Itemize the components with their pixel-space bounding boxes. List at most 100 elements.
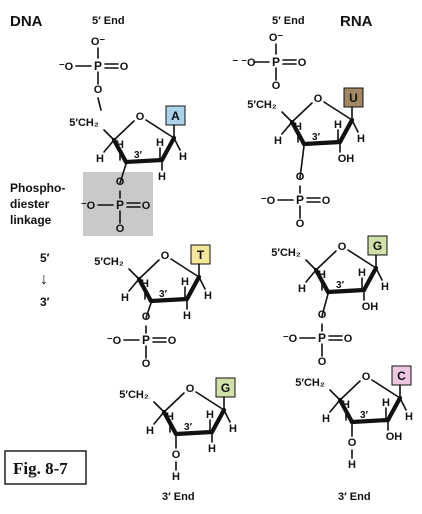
dna-nucleotide-1-base-letter: A bbox=[171, 109, 180, 123]
dna-nucleotide-1-c3-label: 3′ bbox=[134, 150, 143, 161]
dna-nucleotide-1-bond-o-c4 bbox=[113, 120, 135, 141]
rna-nucleotide-3-ring-oxygen: O bbox=[362, 371, 371, 383]
dna-nucleotide-2-bond-c1-h bbox=[198, 276, 206, 290]
rna-terminal-oxygen: O bbox=[348, 437, 357, 449]
dna-phosphate-2-bottom-oxygen: O bbox=[116, 223, 125, 235]
rna-nucleotide-2-h-c1: H bbox=[381, 281, 389, 293]
dna-nucleotide-1-bond-c3-c2 bbox=[123, 157, 165, 165]
rna-nucleotide-1-h-c1: H bbox=[357, 133, 365, 145]
dna-phosphate-1-bottom-oxygen: O bbox=[94, 84, 103, 96]
rna-bond-c3-o-2 bbox=[321, 293, 329, 317]
rna-nucleotide-3-c3-label: 3′ bbox=[360, 410, 369, 421]
dna-nucleotide-1-bond-c4-h bbox=[103, 139, 115, 153]
rna-nucleotide-1-bond-o-c1 bbox=[323, 101, 353, 121]
rna-nucleotide-3-bond-o-c1 bbox=[371, 379, 401, 399]
dna-nucleotide-3-base-box bbox=[215, 377, 236, 398]
rna-nucleotide-3-base-box bbox=[391, 365, 412, 386]
dna-nucleotide-2-ch2: 5′CH₂ bbox=[94, 256, 124, 268]
dna-linking-oxygen-2: O bbox=[142, 311, 151, 323]
rna-header: RNA bbox=[340, 13, 373, 30]
dna-nucleotide-1-h-c1: H bbox=[179, 151, 187, 163]
rna-nucleotide-3-h-c4: H bbox=[322, 413, 330, 425]
rna-nucleotide-2-bond-o-c1 bbox=[347, 249, 377, 269]
rna-nucleotide-3-h-c2-up: H bbox=[382, 397, 390, 409]
rna-nucleotide-3-ch2: 5′CH₂ bbox=[295, 377, 325, 389]
dna-phosphate-3-right-oxygen: O bbox=[168, 335, 177, 347]
rna-nucleotide-2-oh-c2: OH bbox=[362, 301, 379, 313]
dna-nucleotide-2-base-box bbox=[190, 244, 211, 265]
dna-phosphate-3-p-atom: P bbox=[142, 333, 150, 347]
dna-nucleotide-2-bond-o-c1 bbox=[170, 258, 200, 278]
dna-nucleotide-1-bond-c1-h bbox=[173, 137, 181, 151]
dna-nucleotide-1-h-c2-down: H bbox=[158, 171, 166, 183]
direction-arrow-icon: ↓ bbox=[40, 271, 48, 288]
dna-phosphate-1-left-oxygen: ⁻O bbox=[59, 61, 74, 73]
dna-nucleotide-1-bond-ch2-c4 bbox=[103, 129, 115, 141]
dna-phosphate-2-left-oxygen: ⁻O bbox=[81, 200, 96, 212]
dna-nucleotide-1-base-box bbox=[165, 105, 186, 126]
dna-nucleotide-2-base-letter: T bbox=[197, 248, 205, 262]
dna-phosphate-1-p-atom: P bbox=[94, 59, 102, 73]
rna-nucleotide-1-base-letter: U bbox=[349, 91, 358, 105]
dna-nucleotide-1-ch2: 5′CH₂ bbox=[69, 117, 99, 129]
dna-phosphate-2-right-oxygen: O bbox=[142, 200, 151, 212]
dna-nucleotide-2-h-c3-up: H bbox=[141, 278, 149, 290]
dna-nucleotide-2-h-c4: H bbox=[121, 292, 129, 304]
dna-phosphate-1-top-oxygen: O⁻ bbox=[91, 36, 106, 48]
rna-nucleotide-2-h-c2-up: H bbox=[358, 267, 366, 279]
rna-nucleotide-3-bond-ch2-c4 bbox=[329, 389, 341, 401]
rna-phosphate-2-left-oxygen: ⁻O bbox=[261, 195, 276, 207]
rna-nucleotide-1-c3-label: 3′ bbox=[312, 132, 321, 143]
dna-nucleotide-1-ring-oxygen: O bbox=[136, 111, 145, 123]
rna-nucleotide-3-bond-o-c4 bbox=[339, 380, 361, 401]
rna-phosphate-1-right-oxygen: O bbox=[298, 57, 307, 69]
rna-nucleotide-2-ring-oxygen: O bbox=[338, 241, 347, 253]
rna-nucleotide-2-bond-c4-h bbox=[305, 269, 317, 283]
linkage-label-line3: linkage bbox=[10, 213, 52, 227]
dna-phosphate-2-p-atom: P bbox=[116, 198, 124, 212]
rna-three-end-label: 3′ End bbox=[338, 491, 371, 503]
rna-phosphate-3-right-oxygen: O bbox=[344, 333, 353, 345]
dna-bond-c3-o-1 bbox=[119, 163, 127, 184]
dna-nucleotide-3-bond-c2-c1 bbox=[209, 407, 227, 435]
rna-phosphate-1-left-oxygen: ⁻ ⁻O bbox=[232, 57, 256, 69]
rna-linking-oxygen-1: O bbox=[296, 171, 305, 183]
direction-three-prime: 3′ bbox=[40, 295, 50, 309]
dna-nucleotide-2-bond-ch2-c4 bbox=[128, 268, 140, 280]
rna-nucleotide-2-h-c3-up: H bbox=[318, 269, 326, 281]
linkage-label-line1: Phospho- bbox=[10, 181, 65, 195]
rna-terminal-hydrogen: H bbox=[348, 459, 356, 471]
dna-bond-o-ch2-1 bbox=[97, 97, 102, 111]
dna-nucleotide-2-h-c2-up: H bbox=[181, 276, 189, 288]
figure-label: Fig. 8-7 bbox=[13, 459, 68, 478]
dna-nucleotide-3-h-c2-up: H bbox=[206, 409, 214, 421]
rna-nucleotide-2-base-letter: G bbox=[373, 239, 382, 253]
dna-nucleotide-3-bond-c1-h bbox=[223, 409, 231, 423]
dna-nucleotide-2-ring-oxygen: O bbox=[161, 250, 170, 262]
dna-nucleotide-1-bond-o-c1 bbox=[145, 119, 175, 139]
rna-nucleotide-3-bond-c3-c2 bbox=[349, 417, 391, 425]
dna-nucleotide-1-bond-c2-c1 bbox=[159, 135, 177, 163]
dna-phosphate-3-bottom-oxygen: O bbox=[142, 358, 151, 370]
dna-linking-oxygen-1: O bbox=[116, 176, 125, 188]
dna-nucleotide-3-ring-oxygen: O bbox=[186, 383, 195, 395]
rna-nucleotide-3-bond-c4-h bbox=[329, 399, 341, 413]
dna-nucleotide-2-bond-c2-c1 bbox=[184, 274, 202, 302]
dna-phosphate-1-right-oxygen: O bbox=[120, 61, 129, 73]
dna-nucleotide-3-c3-label: 3′ bbox=[184, 422, 193, 433]
dna-nucleotide-2-bond-o-c4 bbox=[138, 259, 160, 280]
dna-nucleotide-1-h-c4: H bbox=[96, 153, 104, 165]
rna-nucleotide-1-bond-c4-h bbox=[281, 121, 293, 135]
rna-phosphate-3-left-oxygen: ⁻O bbox=[283, 333, 298, 345]
dna-nucleotide-3-ch2: 5′CH₂ bbox=[119, 389, 149, 401]
rna-phosphate-1-p-atom: P bbox=[272, 55, 280, 69]
dna-nucleotide-3-base-letter: G bbox=[221, 381, 230, 395]
dna-nucleotide-3-bond-o-c1 bbox=[195, 391, 225, 411]
direction-five-prime: 5′ bbox=[40, 251, 50, 265]
rna-nucleotide-3-h-c1: H bbox=[405, 411, 413, 423]
dna-nucleotide-3-bond-c4-h bbox=[153, 411, 165, 425]
dna-three-end-label: 3′ End bbox=[162, 491, 195, 503]
